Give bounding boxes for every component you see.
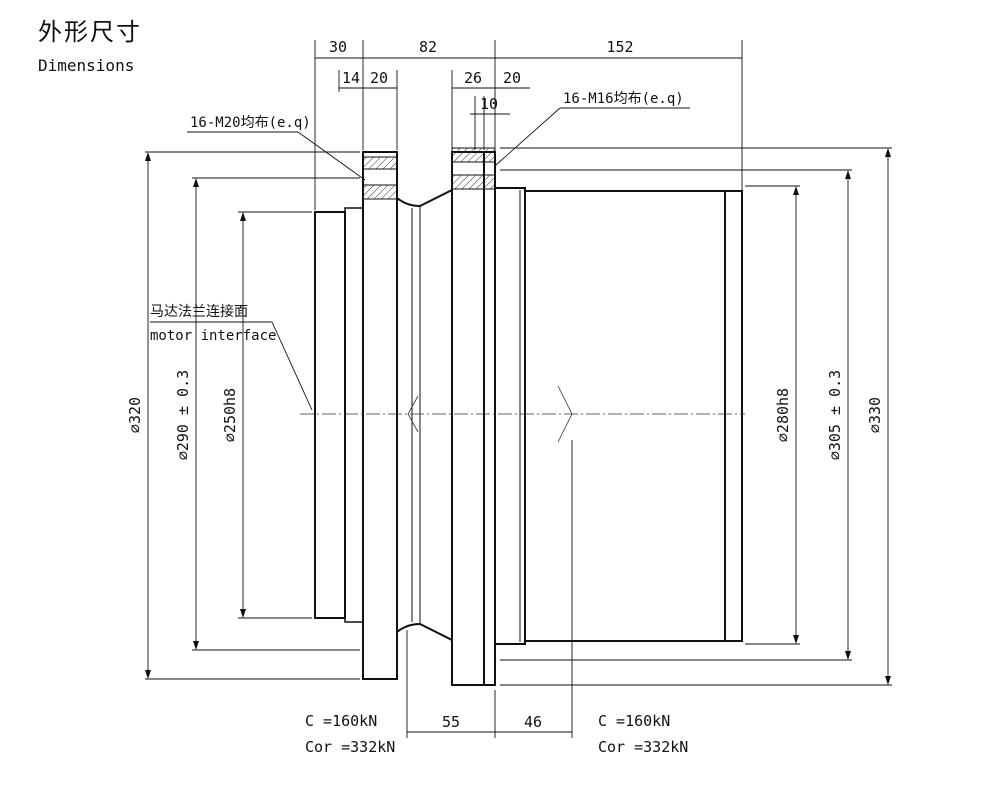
motor-pilot — [314, 211, 346, 619]
dim-14: 14 — [342, 69, 360, 87]
bolt-callout-left: 16-M20均布(e.q) — [190, 115, 311, 131]
drum-housing — [524, 190, 726, 642]
dim-20-left: 20 — [370, 69, 388, 87]
dia-320: ⌀320 — [126, 397, 144, 433]
part-outline — [314, 151, 743, 686]
dim-46: 46 — [524, 713, 542, 731]
dim-10: 10 — [480, 95, 498, 113]
bottom-dimension-labels: 55 46 — [442, 713, 542, 731]
neck — [396, 188, 453, 642]
dia-305: ⌀305 ± 0.3 — [826, 370, 844, 460]
dia-290: ⌀290 ± 0.3 — [174, 370, 192, 460]
pilot-step — [344, 207, 364, 623]
right-flange-plate-2 — [483, 151, 496, 686]
bolt-hole-left-thread — [362, 184, 398, 200]
bolt-hole-right-thread — [451, 174, 496, 190]
dim-55: 55 — [442, 713, 460, 731]
dia-280: ⌀280h8 — [774, 388, 792, 442]
bolt-sections — [362, 147, 496, 200]
center-line — [300, 385, 745, 443]
load-ratings: C =160kN Cor =332kN C =160kN Cor =332kN — [305, 712, 688, 756]
bottom-dimension-lines — [406, 440, 573, 738]
dim-152: 152 — [606, 38, 633, 56]
load-right-c: C =160kN — [598, 712, 670, 730]
motor-interface-en: motor interface — [150, 328, 276, 344]
bolt-callout-right: 16-M16均布(e.q) — [563, 91, 684, 107]
dim-30: 30 — [329, 38, 347, 56]
left-flange — [362, 151, 398, 680]
dia-250: ⌀250h8 — [221, 388, 239, 442]
bolt-callouts — [187, 107, 690, 181]
dim-26: 26 — [464, 69, 482, 87]
bolt-hole-right-top — [451, 147, 496, 163]
motor-interface-callout — [150, 321, 313, 411]
diameter-labels: ⌀320 ⌀290 ± 0.3 ⌀250h8 ⌀280h8 ⌀305 ± 0.3… — [126, 370, 884, 460]
title-chinese: 外形尺寸 — [38, 18, 142, 46]
load-left-c: C =160kN — [305, 712, 377, 730]
top-dimension-lines — [314, 40, 743, 210]
dia-330: ⌀330 — [866, 397, 884, 433]
bolt-hole-left-top — [362, 156, 398, 170]
top-dimension-labels: 30 82 152 14 20 26 20 10 — [329, 38, 634, 113]
load-right-cor: Cor =332kN — [598, 738, 688, 756]
dim-20-right: 20 — [503, 69, 521, 87]
load-left-cor: Cor =332kN — [305, 738, 395, 756]
drum-end-ring — [724, 190, 743, 642]
dim-82: 82 — [419, 38, 437, 56]
diameter-dimension-lines — [145, 147, 892, 686]
title-english: Dimensions — [38, 56, 135, 75]
right-flange-plate-1 — [451, 151, 485, 686]
motor-interface-cn: 马达法兰连接面 — [150, 303, 248, 320]
